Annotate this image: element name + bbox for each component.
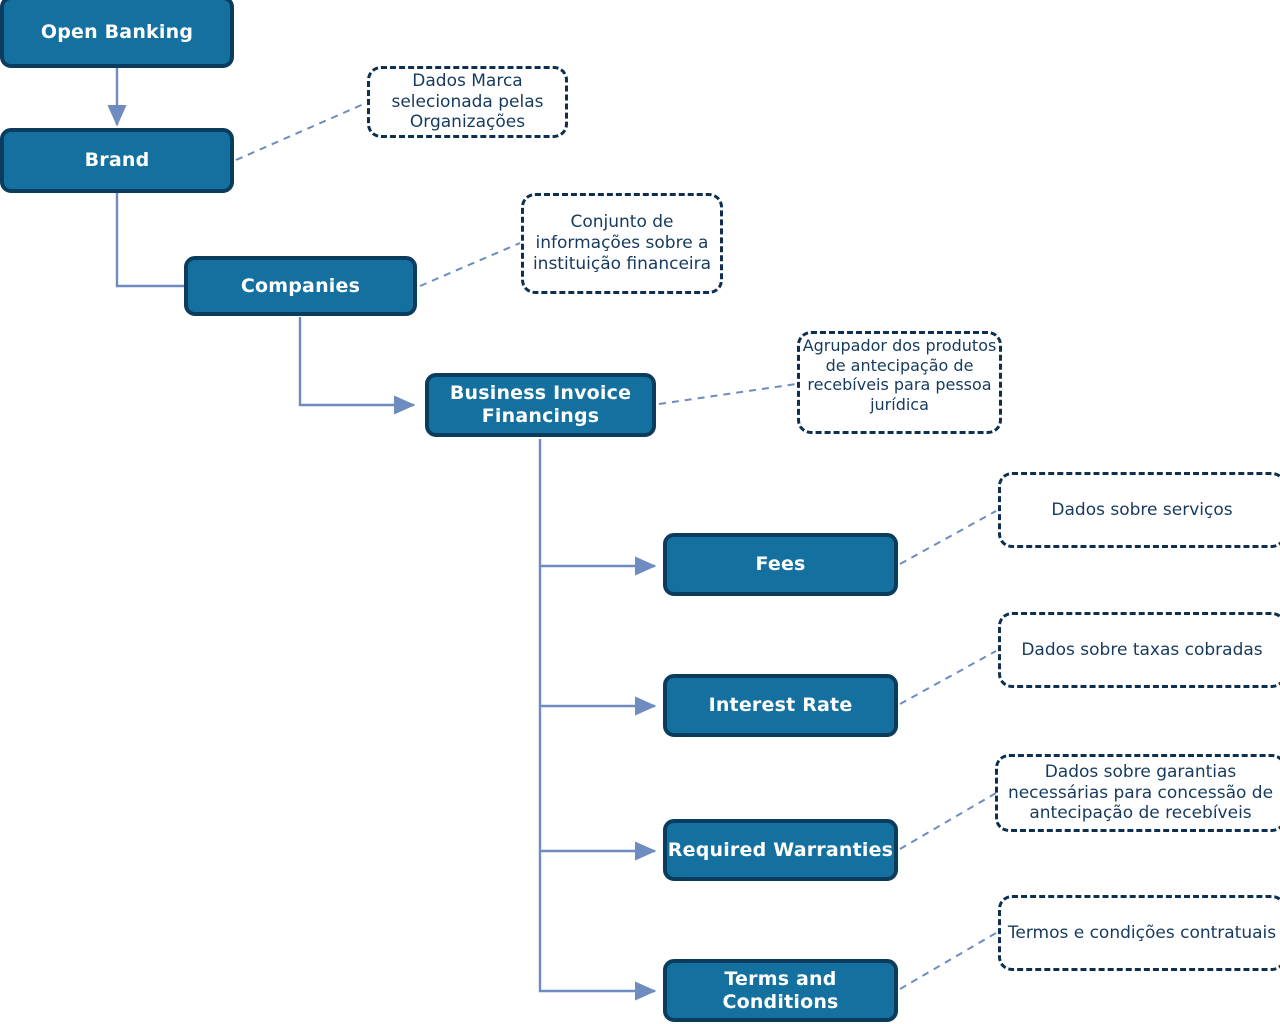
- note-interest-rate-text: Dados sobre taxas cobradas: [1021, 639, 1263, 660]
- note-companies-text: Conjunto de informações sobre a institui…: [532, 212, 712, 274]
- edge-bif-to-interest-rate: [538, 566, 657, 716]
- node-interest-rate-label: Interest Rate: [708, 694, 853, 717]
- node-required-warranties-label: Required Warranties: [667, 838, 894, 861]
- note-brand-text: Dados Marca selecionada pelas Organizaçõ…: [391, 70, 544, 133]
- edge-required-warranties-to-note: [899, 792, 997, 850]
- node-brand[interactable]: Brand: [0, 128, 234, 193]
- note-fees-text: Dados sobre serviços: [1051, 499, 1233, 520]
- edge-interest-rate-to-interest-rate-note: [899, 650, 997, 705]
- edge-terms-to-terms-note: [899, 932, 997, 990]
- edge-bif-to-fees: [538, 439, 657, 576]
- note-brand: Dados Marca selecionada pelas Organizaçõ…: [367, 66, 568, 138]
- node-terms-and-conditions-label: Terms and Conditions: [722, 967, 839, 1013]
- note-terms-and-conditions-text: Termos e condições contratuais: [1007, 922, 1277, 943]
- note-business-invoice-financings: Agrupador dos produtos de antecipação de…: [797, 331, 1002, 434]
- note-interest-rate: Dados sobre taxas cobradas: [998, 612, 1280, 688]
- edge-fees-to-fees-note: [899, 510, 997, 565]
- node-required-warranties[interactable]: Required Warranties: [663, 819, 898, 881]
- node-brand-label: Brand: [84, 149, 150, 172]
- node-companies-label: Companies: [240, 274, 361, 297]
- node-business-invoice-financings[interactable]: Business Invoice Financings: [425, 373, 656, 437]
- note-required-warranties: Dados sobre garantias necessárias para c…: [995, 754, 1280, 832]
- node-fees-label: Fees: [755, 553, 806, 576]
- note-fees: Dados sobre serviços: [998, 472, 1280, 548]
- node-interest-rate[interactable]: Interest Rate: [663, 674, 898, 737]
- note-required-warranties-text: Dados sobre garantias necessárias para c…: [1007, 761, 1274, 824]
- node-terms-and-conditions[interactable]: Terms and Conditions: [663, 959, 898, 1022]
- note-terms-and-conditions: Termos e condições contratuais: [998, 895, 1280, 971]
- node-business-invoice-financings-label: Business Invoice Financings: [449, 382, 632, 427]
- edge-bif-to-terms-and-conditions: [538, 851, 657, 1001]
- node-fees[interactable]: Fees: [663, 533, 898, 596]
- note-companies: Conjunto de informações sobre a institui…: [521, 193, 723, 294]
- edge-companies-to-companies-note: [419, 242, 521, 287]
- edge-companies-to-business-invoice-financings: [298, 317, 416, 415]
- note-business-invoice-financings-text: Agrupador dos produtos de antecipação de…: [802, 336, 997, 414]
- edge-bif-to-required-warranties: [538, 706, 657, 861]
- edge-bif-to-bif-note: [658, 383, 797, 405]
- node-companies[interactable]: Companies: [184, 256, 417, 316]
- edge-brand-to-brand-note: [235, 102, 367, 161]
- node-open-banking[interactable]: Open Banking: [0, 0, 234, 68]
- node-open-banking-label: Open Banking: [40, 20, 194, 43]
